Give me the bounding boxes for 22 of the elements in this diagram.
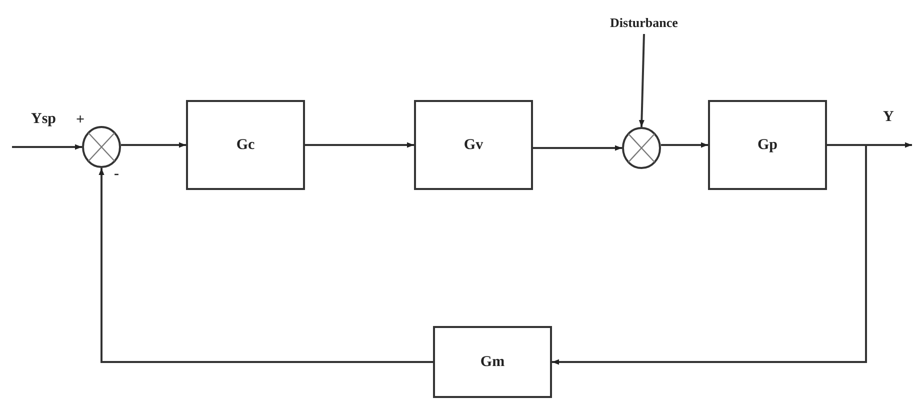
block-box xyxy=(433,326,552,398)
summing-junction xyxy=(82,126,121,168)
input-label: Disturbance xyxy=(610,15,678,31)
edge-label: Ysp xyxy=(30,111,58,128)
block-label: Gm xyxy=(480,354,505,370)
arrow xyxy=(533,145,622,151)
block-label: Gc xyxy=(236,136,255,154)
block-box xyxy=(414,100,533,190)
arrow xyxy=(12,144,82,150)
summing-junction xyxy=(622,127,661,169)
arrow xyxy=(98,168,433,363)
sign-label: + xyxy=(76,112,85,129)
arrow xyxy=(661,142,708,148)
arrow xyxy=(552,144,867,365)
block-label: Gv xyxy=(464,136,484,154)
block-box xyxy=(708,100,827,190)
block-label: Gp xyxy=(757,136,778,154)
arrow xyxy=(305,142,414,148)
arrow xyxy=(638,34,645,128)
sign-label: - xyxy=(114,166,119,183)
block-box xyxy=(186,100,305,190)
arrow xyxy=(121,142,186,148)
